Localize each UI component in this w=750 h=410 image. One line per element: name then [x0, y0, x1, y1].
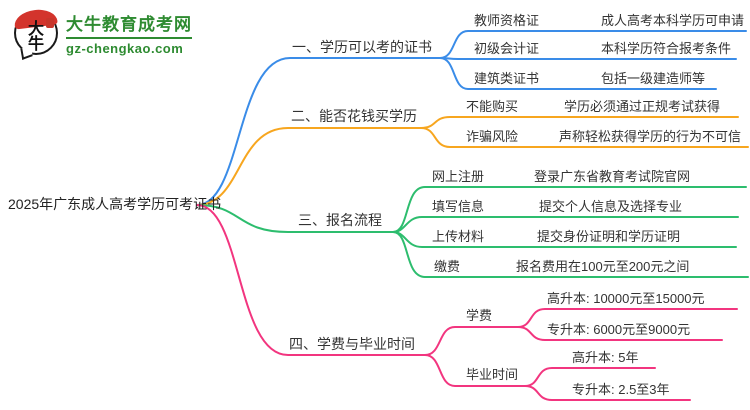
branch1-row2-line [439, 57, 737, 60]
branch3-child3-value: 提交身份证明和学历证明 [537, 229, 681, 244]
site-logo: 大牛 大牛教育成考网 gz-chengkao.com [13, 7, 192, 60]
branch1-child2-label: 初级会计证 [474, 41, 540, 56]
root-topic: 2025年广东成人高考学历可考证书 [8, 196, 222, 212]
daniu-logo-icon: 大牛 [13, 7, 58, 60]
branch2-child2-value: 声称轻松获得学历的行为不可信 [559, 129, 742, 144]
branch1-child1-value: 成人高考本科学历可申请 [601, 13, 745, 28]
branch4-tuition-label: 学费 [466, 308, 493, 323]
branch1-label: 一、学历可以考的证书 [292, 39, 432, 55]
branch3-child3-label: 上传材料 [432, 229, 485, 244]
branch1-child3-value: 包括一级建造师等 [601, 71, 706, 86]
branch1-child2-value: 本科学历符合报考条件 [601, 41, 732, 56]
branch3-child1-label: 网上注册 [432, 169, 485, 184]
branch4-tuition-leaf2: 专升本: 6000元至9000元 [547, 322, 691, 337]
logo-domain-url: gz-chengkao.com [66, 41, 184, 56]
branch2-row1-line [420, 116, 739, 129]
logo-text-block: 大牛教育成考网 gz-chengkao.com [66, 10, 192, 56]
branch2-child1-value: 学历必须通过正规考试获得 [564, 99, 721, 114]
branch3-child4-value: 报名费用在100元至200元之间 [516, 259, 690, 274]
branch3-child2-value: 提交个人信息及选择专业 [539, 199, 683, 214]
branch3-child2-label: 填写信息 [432, 199, 485, 214]
branch4-tuition-line [424, 326, 519, 356]
branch2-child2-label: 诈骗风险 [466, 129, 519, 144]
branch4-label: 四、学费与毕业时间 [289, 336, 415, 352]
logo-icon-text: 大牛 [27, 21, 44, 54]
branch3-child4-label: 缴费 [434, 259, 461, 274]
branch1-child3-label: 建筑类证书 [474, 71, 540, 86]
branch1-main-line [196, 57, 441, 206]
branch4-tuition-leaf1: 高升本: 10000元至15000元 [547, 291, 705, 306]
branch4-graduation-leaf1: 高升本: 5年 [572, 350, 639, 365]
logo-site-name: 大牛教育成考网 [66, 15, 192, 34]
branch4-graduation-leaf2: 专升本: 2.5至3年 [572, 382, 670, 397]
branch2-main-line [196, 127, 422, 206]
branch4-graduation-label: 毕业时间 [466, 367, 519, 382]
branch1-child1-label: 教师资格证 [474, 13, 540, 28]
branch3-label: 三、报名流程 [298, 212, 382, 228]
logo-seal-mark [46, 18, 54, 28]
branch2-label: 二、能否花钱买学历 [291, 108, 417, 124]
branch2-child1-label: 不能购买 [466, 99, 519, 114]
logo-divider [66, 37, 192, 39]
branch3-child1-value: 登录广东省教育考试院官网 [534, 169, 691, 184]
logo-bubble-tail [20, 45, 33, 60]
